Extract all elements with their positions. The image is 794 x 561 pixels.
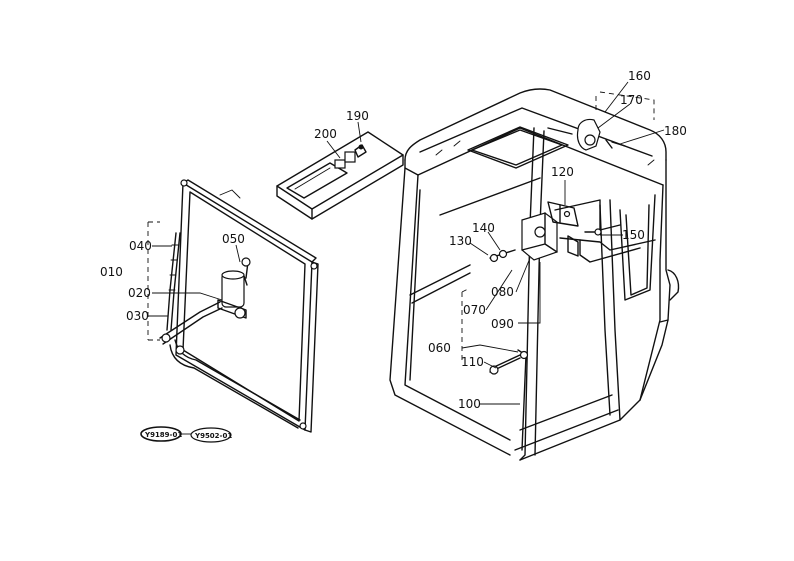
label-180: 180	[664, 124, 687, 138]
front-window-frame	[169, 179, 319, 433]
label-090: 090	[491, 317, 514, 331]
handle-bracket	[521, 201, 579, 261]
roof-panel	[276, 131, 404, 220]
label-150: 150	[622, 228, 645, 242]
screw-110	[489, 350, 529, 375]
label-030: 030	[126, 309, 149, 323]
label-110: 110	[461, 355, 484, 369]
wiper-arm-blade	[159, 232, 223, 355]
label-160: 160	[628, 69, 651, 83]
label-040: 040	[129, 239, 152, 253]
label-050: 050	[222, 232, 245, 246]
label-190: 190	[346, 109, 369, 123]
label-060: 060	[428, 341, 451, 355]
label-130: 130	[449, 234, 472, 248]
label-080: 080	[491, 285, 514, 299]
ref-right: Y9502-01	[194, 432, 232, 440]
ref-left: Y9189-01	[144, 431, 182, 439]
label-100: 100	[458, 397, 481, 411]
label-120: 120	[551, 165, 574, 179]
roof-latch	[547, 118, 626, 151]
label-170: 170	[620, 93, 643, 107]
wiper-motor	[217, 257, 251, 319]
label-070: 070	[463, 303, 486, 317]
label-010: 010	[100, 265, 123, 279]
cab-body	[389, 88, 680, 461]
label-020: 020	[128, 286, 151, 300]
leader-lines	[148, 81, 665, 405]
bolts-130-140	[489, 228, 602, 263]
label-200: 200	[314, 127, 337, 141]
reference-badges: Y9189-01 Y9502-01	[140, 426, 232, 443]
part-labels: 010 020 030 040 050 060 070 080 090 100 …	[100, 69, 687, 411]
label-140: 140	[472, 221, 495, 235]
